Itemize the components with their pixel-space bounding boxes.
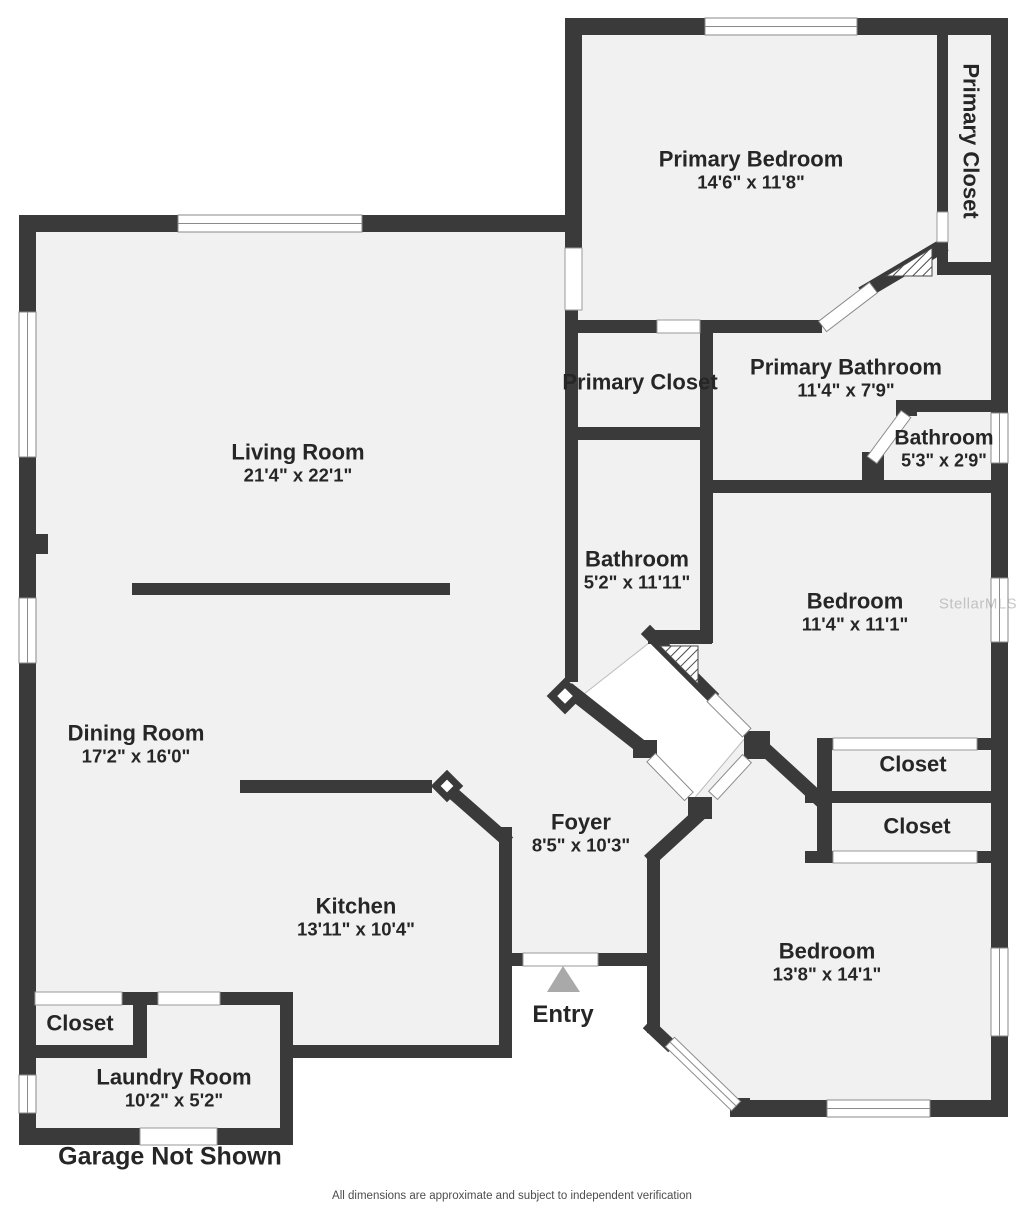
bedroom-right-label: Bedroom 11'4" x 11'1" — [801, 588, 909, 636]
hatched-areas — [658, 247, 933, 686]
garage-note: Garage Not Shown — [58, 1142, 282, 1171]
watermark: StellarMLS — [938, 595, 1018, 613]
entry-label: Entry — [532, 1001, 594, 1028]
disclaimer-text: All dimensions are approximate and subje… — [332, 1190, 692, 1202]
hall-bathroom-label: Bathroom 5'2" x 11'11" — [583, 546, 691, 594]
small-bathroom-label: Bathroom 5'3" x 2'9" — [894, 426, 994, 471]
laundry-room-label: Laundry Room 10'2" x 5'2" — [96, 1064, 252, 1112]
living-room-label: Living Room 21'4" x 22'1" — [231, 439, 365, 487]
closet-lower-label: Closet — [883, 813, 951, 839]
windows — [18, 17, 1009, 1118]
bedroom-bottom-label: Bedroom 13'8" x 14'1" — [772, 938, 882, 986]
wall-posts — [430, 677, 584, 803]
angled-openings — [646, 281, 912, 1112]
primary-bedroom-label: Primary Bedroom 14'6" x 11'8" — [658, 146, 844, 194]
primary-bathroom-label: Primary Bathroom 11'4" x 7'9" — [750, 354, 942, 402]
entry-arrow-icon — [547, 966, 580, 992]
dining-room-label: Dining Room 17'2" x 16'0" — [67, 720, 205, 768]
kitchen-label: Kitchen 13'11" x 10'4" — [297, 893, 415, 941]
door-openings — [34, 211, 978, 1146]
closet-left-label: Closet — [46, 1010, 114, 1036]
closet-upper-label: Closet — [879, 751, 947, 777]
primary-closet-side-label: Primary Closet — [958, 63, 984, 219]
primary-closet-label: Primary Closet — [562, 369, 718, 395]
foyer-label: Foyer 8'5" x 10'3" — [531, 809, 631, 857]
